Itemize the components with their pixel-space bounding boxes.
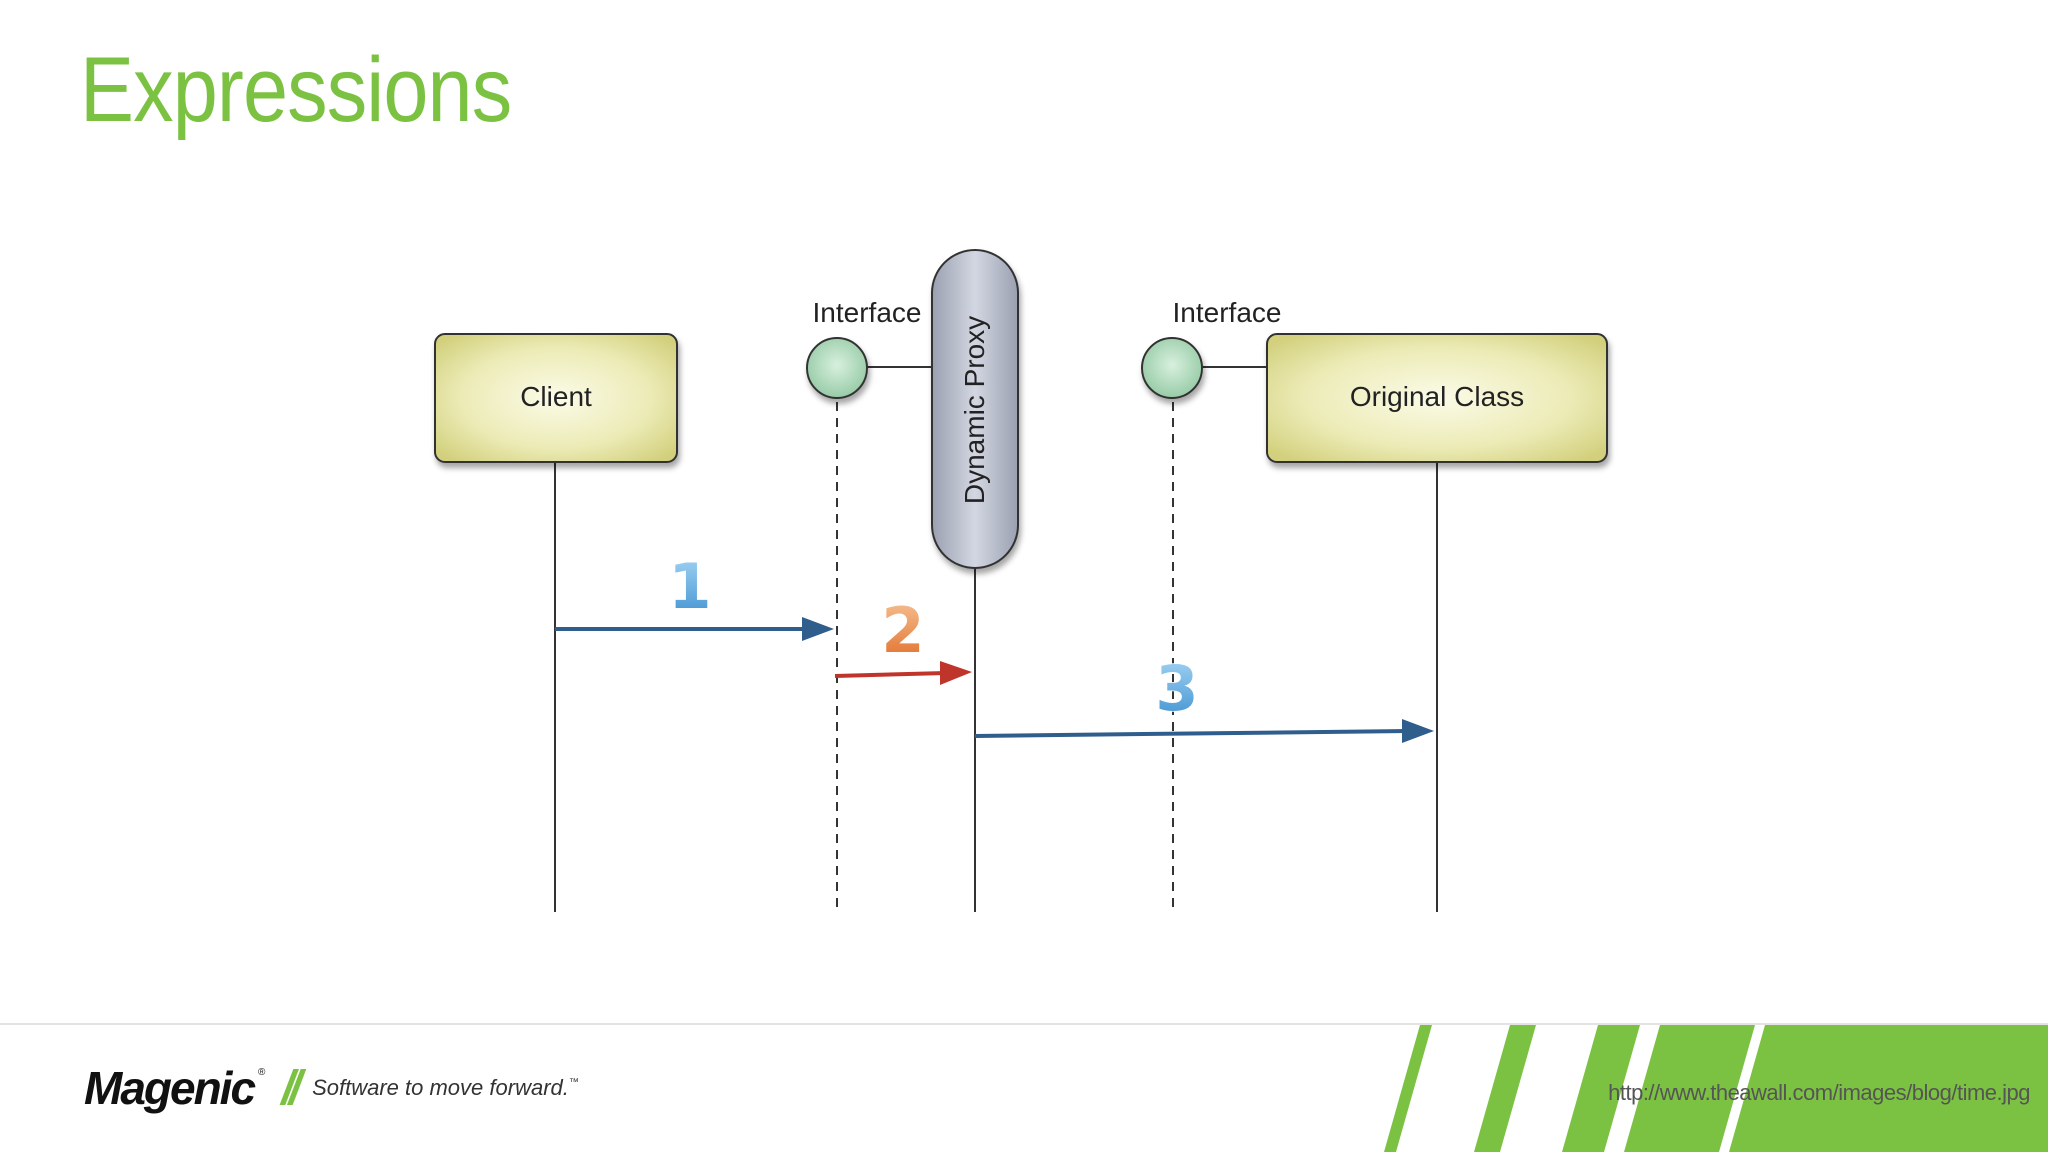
message-2-arrow <box>834 661 972 685</box>
message-2-number: 2 <box>881 594 924 667</box>
message-3-number: 3 <box>1155 652 1198 725</box>
message-1-arrow <box>555 617 834 641</box>
original-class-box: Original Class <box>1266 333 1608 463</box>
brand-tagline-text: Software to move forward. <box>312 1075 569 1100</box>
registered-mark: ® <box>258 1066 266 1078</box>
footer-divider <box>0 1023 2048 1025</box>
trademark-mark: ™ <box>568 1077 579 1088</box>
dynamic-proxy-label: Dynamic Proxy <box>959 316 990 504</box>
original-class-label: Original Class <box>1350 381 1524 412</box>
dynamic-proxy-node: Dynamic Proxy <box>931 249 1019 569</box>
interface-1-label: Interface <box>813 297 922 328</box>
source-url: http://www.theawall.com/images/blog/time… <box>1608 1080 2030 1105</box>
interface-1-node <box>806 337 868 399</box>
message-3-arrow <box>974 719 1434 743</box>
interface-2-label: Interface <box>1173 297 1282 328</box>
interface-2-node <box>1141 337 1203 399</box>
slide-title: Expressions <box>80 39 512 141</box>
client-box: Client <box>434 333 678 463</box>
brand-slashes: // <box>281 1061 302 1115</box>
brand-logo: Magenic® // Software to move forward.™ <box>84 1058 579 1118</box>
client-label: Client <box>520 381 592 412</box>
message-1-number: 1 <box>668 550 711 623</box>
brand-tagline: Software to move forward.™ <box>312 1075 579 1101</box>
brand-name: Magenic <box>84 1062 256 1114</box>
